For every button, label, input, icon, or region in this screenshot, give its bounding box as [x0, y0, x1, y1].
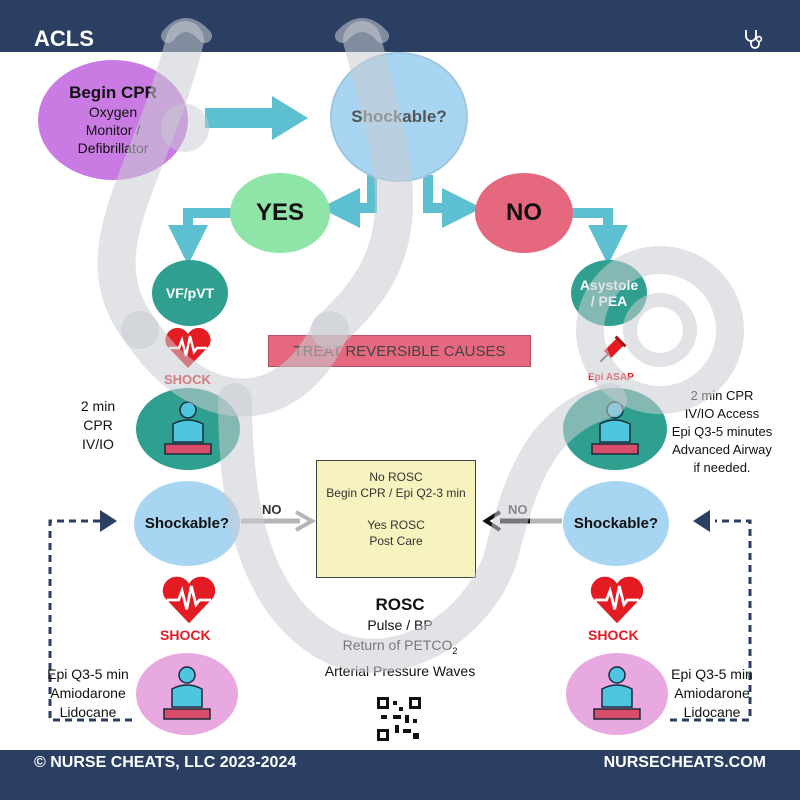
center-line-4: Post Care — [369, 534, 423, 548]
right-note-1: 2 min CPR — [690, 388, 754, 403]
asystole-label-1: Asystole — [579, 277, 639, 293]
heart-icon — [590, 576, 644, 624]
cpr-person-icon — [593, 666, 641, 720]
shock-label-1: SHOCK — [164, 372, 211, 387]
center-line-2: Begin CPR / Epi Q2-3 min — [326, 486, 466, 500]
left-notes: 2 min CPR IV/IO — [60, 397, 136, 454]
shockable-left-label: Shockable? — [144, 515, 230, 532]
asystole-label-2: / PEA — [590, 293, 628, 309]
vf-label: VF/pVT — [165, 285, 215, 301]
heart-icon — [165, 327, 211, 368]
dashed-loop-right — [670, 519, 752, 722]
asystole-pea-node: Asystole / PEA — [571, 260, 647, 326]
shock-label-2: SHOCK — [160, 627, 211, 643]
no-node: NO — [475, 173, 573, 253]
right-note-5: if needed. — [693, 460, 751, 475]
begin-title: Begin CPR — [69, 83, 157, 102]
stethoscope-icon — [745, 30, 763, 49]
arrow-to-yes — [320, 175, 377, 228]
syringe-icon — [599, 335, 627, 363]
center-line-3: Yes ROSC — [367, 518, 425, 532]
heart-icon — [162, 576, 216, 624]
cpr-circle-left — [136, 388, 240, 470]
dashed-loop-left — [48, 519, 132, 722]
rosc-decision-box: No ROSC Begin CPR / Epi Q2-3 min Yes ROS… — [316, 460, 476, 578]
br-med-2: Amiodarone — [674, 685, 750, 701]
yes-node: YES — [230, 173, 330, 253]
cpr-circle-bottom-right — [566, 653, 668, 735]
begin-cpr-node: Begin CPR Oxygen Monitor / Defibrillator — [38, 60, 188, 180]
br-med-3: Lidocane — [683, 704, 741, 720]
treat-label: TREAT REVERSIBLE CAUSES — [293, 342, 506, 360]
rosc-line-2-main: Return of PETCO — [342, 637, 453, 653]
footer-site: NURSECHEATS.COM — [603, 754, 766, 771]
footer-copyright: © NURSE CHEATS, LLC 2023-2024 — [34, 754, 297, 771]
arrow-to-asystole — [571, 208, 628, 265]
right-note-4: Advanced Airway — [672, 442, 772, 457]
no-label-right: NO — [508, 502, 528, 517]
treat-reversible-causes: TREAT REVERSIBLE CAUSES — [268, 335, 531, 367]
right-notes: 2 min CPR IV/IO Access Epi Q3-5 minutes … — [664, 387, 780, 477]
vf-pvt-node: VF/pVT — [152, 260, 228, 326]
cpr-person-icon — [163, 666, 211, 720]
br-med-1: Epi Q3-5 min — [671, 666, 753, 682]
shockable-top-label: Shockable? — [351, 107, 447, 126]
shock-label-3: SHOCK — [588, 627, 639, 643]
left-note-1: 2 min — [80, 398, 116, 414]
rosc-line-2-sub: 2 — [452, 645, 458, 656]
center-line-1: No ROSC — [369, 470, 423, 484]
begin-line1: Oxygen — [88, 104, 138, 120]
bottom-left-meds: Epi Q3-5 min Amiodarone Lidocane — [40, 665, 136, 722]
bottom-right-meds: Epi Q3-5 min Amiodarone Lidocane — [664, 665, 760, 722]
shockable-left-node: Shockable? — [134, 481, 240, 566]
cpr-person-icon — [164, 401, 212, 455]
rosc-line-1: Pulse / BP — [367, 617, 433, 633]
rosc-title: ROSC — [375, 595, 425, 614]
footer-bar: © NURSE CHEATS, LLC 2023-2024 NURSECHEAT… — [0, 750, 800, 800]
epi-asap-label: Epi ASAP — [588, 372, 634, 383]
left-note-3: IV/IO — [82, 436, 114, 452]
dashed-loop-right-head — [693, 510, 710, 532]
no-label-left: NO — [262, 502, 282, 517]
yes-label: YES — [255, 199, 305, 226]
no-label: NO — [506, 199, 542, 226]
shockable-right-label: Shockable? — [573, 515, 659, 532]
arrow-to-vf — [168, 208, 232, 265]
dashed-loop-left-head — [100, 510, 117, 532]
right-note-3: Epi Q3-5 minutes — [671, 424, 773, 439]
cpr-circle-bottom-left — [136, 653, 238, 735]
begin-line3: Defibrillator — [77, 140, 149, 156]
bl-med-3: Lidocane — [59, 704, 117, 720]
bl-med-2: Amiodarone — [50, 685, 126, 701]
app-title: ACLS — [34, 26, 94, 51]
rosc-line-2: Return of PETCO2 — [300, 635, 500, 661]
right-note-2: IV/IO Access — [684, 406, 760, 421]
qr-code-icon — [377, 697, 421, 741]
rosc-block: ROSC Pulse / BP Return of PETCO2 Arteria… — [300, 595, 500, 681]
cpr-person-icon — [591, 401, 639, 455]
rosc-line-3: Arterial Pressure Waves — [324, 662, 476, 679]
arrow-begin-to-shockable — [205, 96, 308, 140]
shockable-right-node: Shockable? — [563, 481, 669, 566]
bl-med-1: Epi Q3-5 min — [47, 666, 129, 682]
shockable-top-node: Shockable? — [330, 52, 468, 182]
arrow-to-no — [423, 175, 482, 228]
left-note-2: CPR — [83, 417, 113, 433]
begin-line2: Monitor / — [85, 122, 141, 138]
cpr-circle-right — [563, 388, 667, 470]
